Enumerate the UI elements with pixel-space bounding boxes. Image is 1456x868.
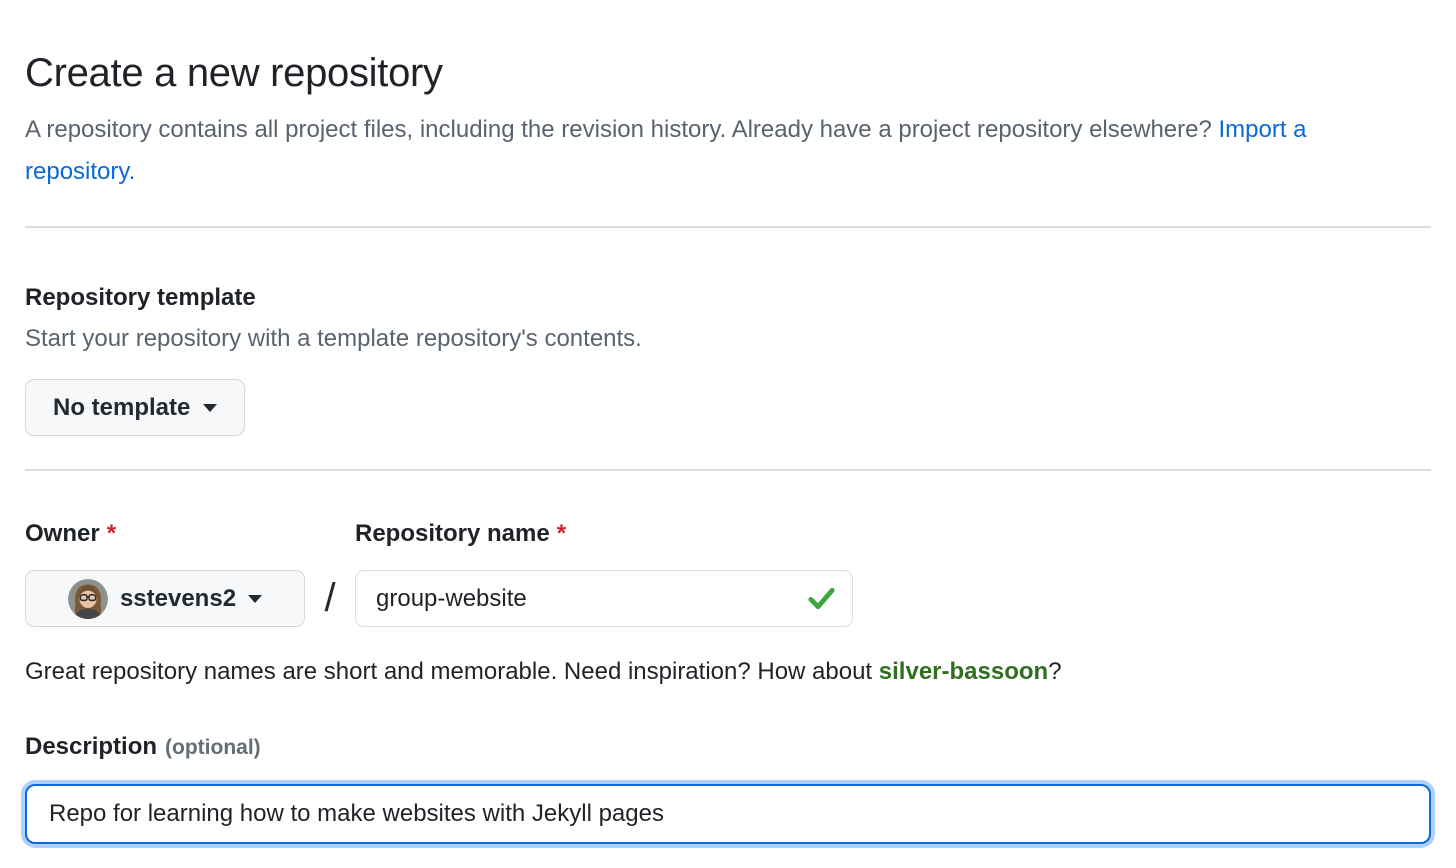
description-label: Description (optional) (25, 733, 1431, 761)
repository-name-hint: Great repository names are short and mem… (25, 658, 1431, 687)
hint-suffix: ? (1048, 658, 1062, 685)
intro-text-body: A repository contains all project files,… (25, 116, 1219, 143)
create-repository-page: Create a new repository A repository con… (25, 51, 1431, 844)
owner-dropdown-label: sstevens2 (119, 584, 237, 612)
divider (25, 226, 1431, 228)
user-avatar (67, 578, 108, 619)
suggested-name-link[interactable]: silver-bassoon (878, 658, 1049, 685)
description-label-text: Description (25, 732, 158, 760)
description-input[interactable] (25, 783, 1431, 844)
repository-template-subtext: Start your repository with a template re… (25, 325, 642, 352)
optional-tag: (optional) (165, 735, 261, 759)
template-dropdown-label: No template (53, 393, 191, 421)
hint-prefix: Great repository names are short and mem… (25, 658, 879, 685)
repository-name-label-text: Repository name (355, 520, 550, 547)
repository-name-field-wrap (355, 570, 853, 627)
template-dropdown-button[interactable]: No template (25, 379, 246, 436)
intro-text: A repository contains all project files,… (25, 109, 1360, 193)
import-repository-link[interactable]: Import a repository. (25, 116, 1307, 185)
repository-name-label: Repository name* (355, 520, 853, 548)
repository-template-heading: Repository template (25, 284, 256, 311)
owner-label-text: Owner (25, 520, 100, 547)
page-title: Create a new repository (25, 51, 443, 95)
divider (25, 469, 1431, 471)
chevron-down-icon (203, 403, 218, 412)
repository-name-input[interactable] (355, 570, 853, 627)
owner-dropdown-button[interactable]: sstevens2 (25, 570, 305, 627)
owner-label: Owner* (25, 520, 305, 548)
required-asterisk: * (106, 520, 117, 547)
required-asterisk: * (556, 520, 567, 547)
chevron-down-icon (248, 594, 263, 603)
owner-repo-row: Owner* Repository name* sstevens2 / (25, 520, 1431, 627)
owner-repo-separator: / (324, 576, 336, 620)
